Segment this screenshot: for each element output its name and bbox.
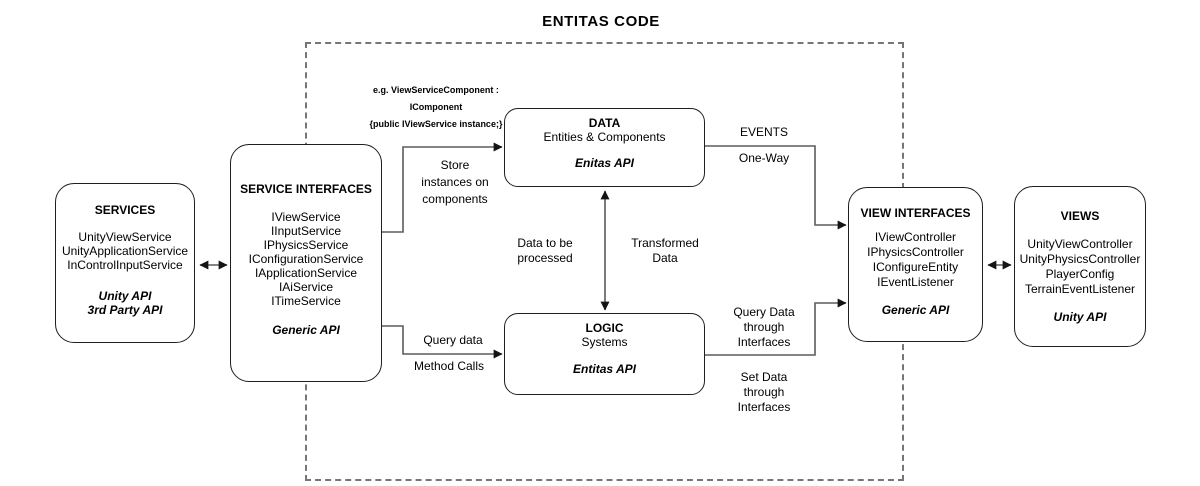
text-line: IViewController: [874, 230, 957, 244]
logic-box-api: Entitas API: [573, 362, 636, 376]
store-instances-label: Store instances on components: [421, 157, 488, 208]
diagram-title: ENTITAS CODE: [542, 13, 660, 30]
text-line: through: [743, 320, 785, 334]
text-line: Enitas API: [575, 156, 634, 170]
text-line: PlayerConfig: [1045, 267, 1115, 281]
text-line: ITimeService: [271, 294, 341, 308]
events-label: EVENTS: [739, 125, 789, 139]
text-line: processed: [517, 251, 573, 265]
services-box-title: SERVICES: [94, 203, 156, 217]
text-line: IInputService: [270, 224, 342, 238]
text-line: Unity API: [98, 289, 152, 303]
text-line: UnityApplicationService: [61, 244, 189, 258]
text-line: Interfaces: [737, 400, 791, 414]
text-line: Query Data: [733, 305, 795, 319]
text-line: IEventListener: [877, 275, 954, 289]
arrow-query-data-method-calls: [382, 325, 503, 359]
data-box-api: Enitas API: [575, 156, 634, 170]
text-line: IViewService: [271, 210, 341, 224]
arrow-events-one-way: [705, 145, 847, 230]
text-line: Entitas API: [573, 362, 636, 376]
text-line: instances on: [421, 175, 489, 189]
text-line: Set Data: [740, 370, 788, 384]
text-line: Data: [652, 251, 678, 265]
text-line: Data to be: [517, 236, 573, 250]
data-box: DATA Entities & Components Enitas API: [504, 108, 705, 187]
text-line: through: [743, 385, 785, 399]
arrow-store-instances-on-components: [382, 142, 503, 233]
text-line: e.g. ViewServiceComponent :: [373, 85, 499, 95]
logic-box-subtitle: Systems: [581, 335, 628, 349]
text-line: IConfigurationService: [248, 252, 364, 266]
views-box-title: VIEWS: [1060, 209, 1100, 223]
text-line: UnityPhysicsController: [1019, 252, 1141, 266]
logic-box-title: LOGIC: [585, 321, 624, 335]
text-line: Interfaces: [737, 335, 791, 349]
text-line: components: [422, 192, 488, 206]
code-example-note: e.g. ViewServiceComponent : IComponent {pu…: [370, 82, 503, 133]
view-interfaces-box-title: VIEW INTERFACES: [860, 206, 971, 220]
text-line: IPhysicsController: [867, 245, 964, 259]
text-line: IComponent: [409, 102, 463, 112]
text-line: IApplicationService: [254, 266, 358, 280]
method-calls-label: Method Calls: [413, 359, 485, 373]
one-way-label: One-Way: [738, 151, 790, 165]
text-line: {public IViewService instance;}: [369, 119, 503, 129]
text-line: IAiService: [278, 280, 333, 294]
text-line: UnityViewController: [1027, 237, 1133, 251]
text-line: IConfigureEntity: [872, 260, 959, 274]
service-interfaces-box-title: SERVICE INTERFACES: [240, 182, 372, 196]
text-line: Transformed: [631, 236, 699, 250]
text-line: Generic API: [881, 303, 950, 317]
text-line: 3rd Party API: [87, 303, 163, 317]
text-line: InControlInputService: [67, 258, 183, 272]
text-line: UnityViewService: [78, 230, 172, 244]
text-line: IPhysicsService: [263, 238, 349, 252]
view-interfaces-box-api: Generic API: [882, 303, 950, 317]
views-box-api: Unity API: [1054, 310, 1107, 324]
service-interfaces-box-api: Generic API: [272, 323, 340, 337]
logic-box: LOGIC Systems Entitas API: [504, 313, 705, 395]
query-data-label: Query data: [423, 333, 483, 347]
data-box-subtitle: Entities & Components: [543, 130, 666, 144]
arrow-query-set-data-through-interfaces: [705, 298, 847, 356]
text-line: Store: [440, 158, 470, 172]
text-line: Unity API: [1053, 310, 1107, 324]
text-line: Generic API: [272, 323, 340, 337]
text-line: TerrainEventListener: [1024, 282, 1136, 296]
data-box-title: DATA: [588, 116, 621, 130]
